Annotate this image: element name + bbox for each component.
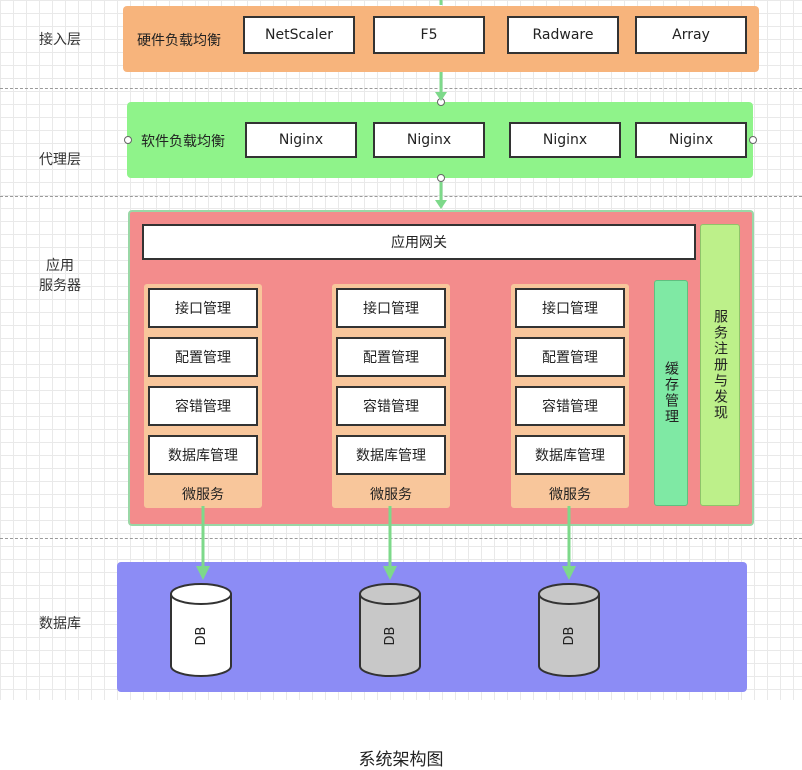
proxy-item: Niginx (373, 122, 485, 158)
layer-label-app: 应用 服务器 (30, 256, 90, 296)
microservice-column: 接口管理 配置管理 容错管理 数据库管理 微服务 (511, 284, 629, 508)
db-cylinder-body (170, 594, 232, 677)
microservice-column: 接口管理 配置管理 容错管理 数据库管理 微服务 (332, 284, 450, 508)
database-cylinder: DB (538, 583, 600, 677)
hardware-lb-title: 硬件负载均衡 (137, 33, 221, 49)
ms-item: 接口管理 (336, 288, 446, 328)
database-cylinder: DB (359, 583, 421, 677)
access-layer-band: 硬件负载均衡 NetScaler F5 Radware Array (123, 6, 759, 72)
ms-item: 接口管理 (515, 288, 625, 328)
layer-separator (0, 538, 802, 539)
db-cylinder-top (538, 583, 600, 605)
ms-item: 数据库管理 (148, 435, 258, 475)
layer-label-access: 接入层 (39, 32, 81, 48)
db-cylinder-top (359, 583, 421, 605)
layer-separator (0, 196, 802, 197)
ms-item: 容错管理 (148, 386, 258, 426)
layer-separator (0, 88, 802, 89)
software-lb-title: 软件负载均衡 (141, 134, 225, 150)
ms-item: 容错管理 (515, 386, 625, 426)
access-item: F5 (373, 16, 485, 54)
ms-item: 配置管理 (148, 337, 258, 377)
ms-item: 配置管理 (336, 337, 446, 377)
db-cylinder-body (538, 594, 600, 677)
access-item: Array (635, 16, 747, 54)
ms-item: 容错管理 (336, 386, 446, 426)
ms-item: 接口管理 (148, 288, 258, 328)
database-layer-band: DB DB DB (117, 562, 747, 692)
ms-item: 数据库管理 (336, 435, 446, 475)
proxy-layer-band: 软件负载均衡 Niginx Niginx Niginx Niginx (127, 102, 753, 178)
access-item: Radware (507, 16, 619, 54)
proxy-item: Niginx (245, 122, 357, 158)
layer-label-database: 数据库 (39, 616, 81, 632)
ms-item: 数据库管理 (515, 435, 625, 475)
ms-item: 配置管理 (515, 337, 625, 377)
arrowhead (435, 200, 447, 209)
microservice-label: 微服务 (182, 487, 224, 503)
diagram-canvas: 接入层 代理层 应用 服务器 数据库 硬件负载均衡 NetScaler F5 R… (0, 0, 802, 700)
connector-dot (749, 136, 757, 144)
service-registry-discovery: 服务注册与发现 (700, 224, 740, 506)
microservice-column: 接口管理 配置管理 容错管理 数据库管理 微服务 (144, 284, 262, 508)
db-label: DB (194, 627, 209, 646)
app-gateway: 应用网关 (142, 224, 696, 260)
proxy-item: Niginx (635, 122, 747, 158)
cache-management: 缓存管理 (654, 280, 688, 506)
db-cylinder-body (359, 594, 421, 677)
db-label: DB (383, 627, 398, 646)
figure-caption: 系统架构图 (358, 750, 444, 770)
layer-label-proxy: 代理层 (39, 152, 81, 168)
access-item: NetScaler (243, 16, 355, 54)
database-cylinder: DB (170, 583, 232, 677)
connector-dot (437, 174, 445, 182)
proxy-item: Niginx (509, 122, 621, 158)
app-layer-band: 应用网关 接口管理 配置管理 容错管理 数据库管理 微服务 接口管理 配置管理 … (128, 210, 754, 526)
connector-dot (437, 98, 445, 106)
db-label: DB (562, 627, 577, 646)
microservice-label: 微服务 (370, 487, 412, 503)
microservice-label: 微服务 (549, 487, 591, 503)
layer-label-app-line2: 服务器 (39, 278, 81, 294)
db-cylinder-top (170, 583, 232, 605)
connector-dot (124, 136, 132, 144)
layer-label-app-line1: 应用 (46, 258, 74, 274)
